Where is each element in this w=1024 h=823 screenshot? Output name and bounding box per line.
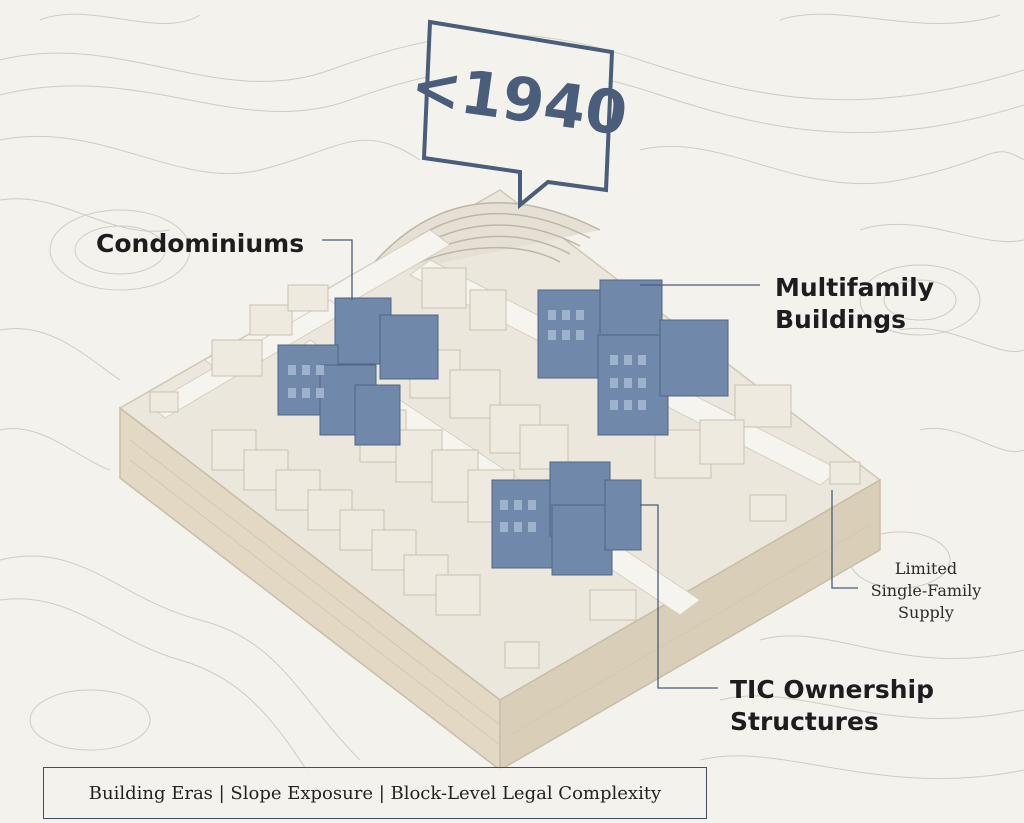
blue-tic-buildings: [491, 461, 642, 576]
footer-legend-text: Building Eras | Slope Exposure | Block-L…: [88, 782, 662, 804]
label-limited-line2: Single-Family: [871, 581, 982, 600]
tic-leader: [640, 504, 718, 689]
blue-condominium-buildings: [277, 297, 439, 446]
label-condominiums: Condominiums: [96, 229, 304, 258]
label-limited-line3: Supply: [898, 603, 954, 622]
label-tic-line2: Structures: [730, 707, 879, 736]
era-badge-speech-bubble: [421, 19, 615, 210]
cream-buildings-left-row: [149, 284, 540, 669]
label-multifamily-line2: Buildings: [775, 305, 906, 334]
limited-supply-leader: [831, 490, 858, 589]
model-right-face: [499, 478, 881, 772]
condominiums-leader: [322, 239, 353, 300]
label-tic-line1: TIC Ownership: [730, 675, 934, 704]
era-badge: <1940: [407, 19, 632, 210]
cream-buildings-right: [589, 384, 861, 621]
leader-lines: [322, 239, 858, 689]
label-multifamily-line1: Multifamily: [775, 273, 934, 302]
topographic-background: [0, 13, 1024, 791]
footer-legend-box: Building Eras | Slope Exposure | Block-L…: [43, 767, 707, 819]
building-windows: [288, 310, 646, 532]
label-limited-line1: Limited: [895, 559, 957, 578]
